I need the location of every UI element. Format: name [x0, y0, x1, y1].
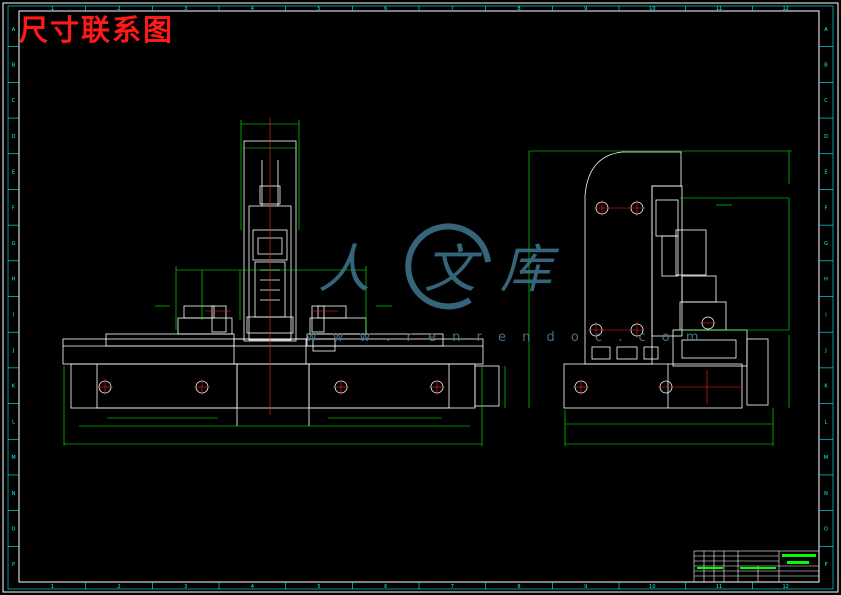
row-zone-label: C	[824, 98, 828, 104]
column-zone-label: 10	[649, 6, 655, 12]
row-zone-label: H	[824, 277, 828, 283]
column-zone-label: 4	[251, 584, 254, 590]
row-zone-label: N	[824, 491, 828, 497]
row-zone-label: C	[12, 98, 16, 104]
row-zone-label: N	[12, 491, 16, 497]
row-zone-label: K	[12, 384, 16, 390]
column-zone-label: 12	[782, 6, 788, 12]
column-zone-label: 4	[251, 6, 254, 12]
watermark-url: w w w . r e n r e n d o c . c o m	[306, 330, 705, 345]
drawing-title: 尺寸联系图	[19, 13, 175, 47]
row-zone-label: E	[12, 170, 15, 176]
row-zone-label: D	[12, 134, 16, 140]
column-zone-label: 7	[451, 584, 454, 590]
column-zone-label: 8	[517, 584, 520, 590]
column-zone-label: 6	[384, 6, 387, 12]
column-zone-label: 9	[584, 584, 587, 590]
column-zone-label: 6	[384, 584, 387, 590]
watermark-char-1: 人	[318, 240, 371, 300]
row-zone-label: H	[12, 277, 16, 283]
row-zone-label: K	[824, 384, 828, 390]
column-zone-label: 9	[584, 6, 587, 12]
row-zone-label: O	[824, 526, 828, 532]
row-zone-label: F	[825, 205, 828, 211]
column-zone-label: 1	[51, 6, 54, 12]
side-view	[528, 150, 792, 446]
column-zone-label: 3	[184, 6, 187, 12]
column-zone-label: 12	[782, 584, 788, 590]
column-zone-label: 2	[117, 584, 120, 590]
row-zone-label: G	[12, 241, 16, 247]
row-zone-label: J	[12, 348, 14, 354]
front-view	[62, 118, 506, 446]
row-zone-label: D	[824, 134, 828, 140]
border-ruler	[7, 5, 834, 590]
column-zone-label: 2	[117, 6, 120, 12]
row-zone-label: G	[824, 241, 828, 247]
column-zone-label: 5	[317, 6, 320, 12]
column-zone-label: 3	[184, 584, 187, 590]
title-block	[693, 550, 820, 583]
watermark-char-3: 库	[500, 240, 553, 300]
row-zone-label: P	[824, 562, 827, 568]
row-zone-label: E	[824, 170, 827, 176]
row-zone-label: O	[12, 526, 16, 532]
row-zone-label: M	[824, 455, 828, 461]
row-zone-label: P	[12, 562, 15, 568]
row-zone-label: B	[12, 63, 16, 69]
column-zone-label: 1	[51, 584, 54, 590]
row-zone-label: L	[12, 419, 15, 425]
row-zone-label: B	[824, 63, 828, 69]
watermark-char-2: 文	[424, 240, 477, 300]
row-zone-label: I	[825, 312, 826, 318]
column-zone-label: 11	[716, 6, 722, 12]
column-zone-label: 11	[716, 584, 722, 590]
row-zone-label: I	[13, 312, 14, 318]
row-zone-label: J	[824, 348, 826, 354]
row-zone-label: F	[12, 205, 15, 211]
watermark-logo	[405, 223, 491, 310]
column-zone-label: 7	[451, 6, 454, 12]
column-zone-label: 8	[517, 6, 520, 12]
row-zone-label: A	[824, 27, 828, 33]
row-zone-label: L	[825, 419, 828, 425]
row-zone-label: M	[11, 455, 15, 461]
row-zone-label: A	[12, 27, 16, 33]
column-zone-label: 5	[317, 584, 320, 590]
column-zone-label: 10	[649, 584, 655, 590]
